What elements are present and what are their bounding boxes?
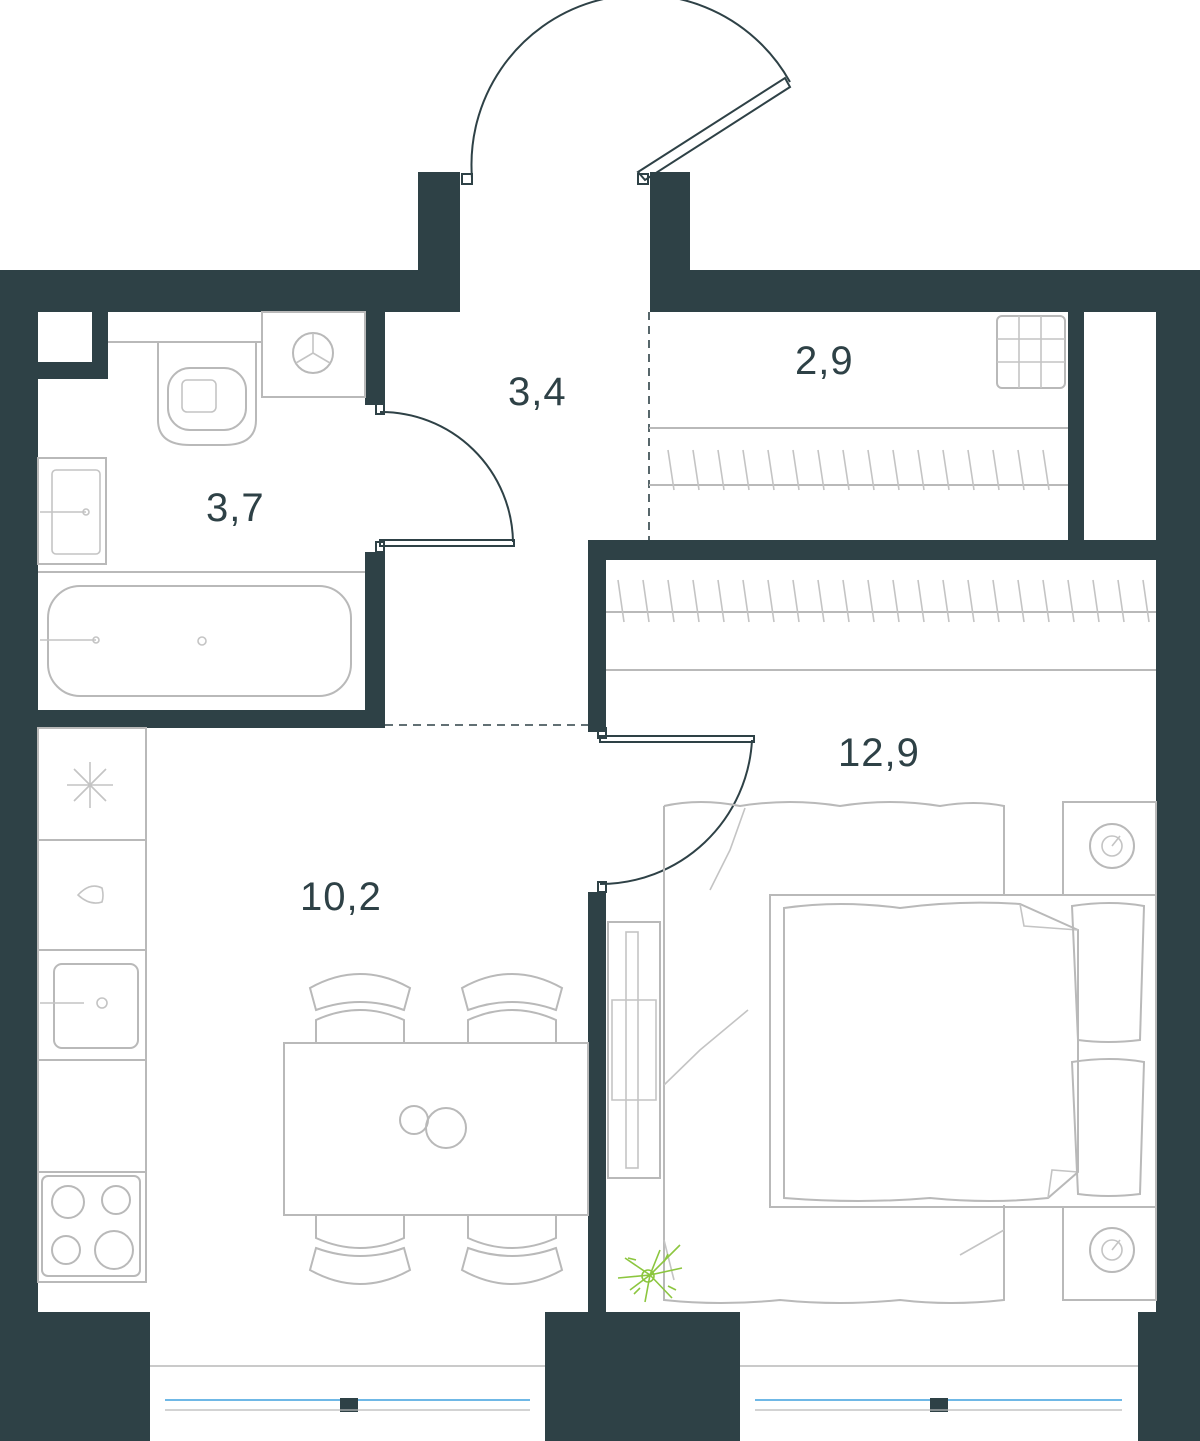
doors	[375, 0, 792, 893]
walls	[0, 172, 1200, 1441]
room-area-hallway: 3,4	[508, 370, 567, 414]
bathroom-fixtures	[37, 311, 366, 697]
room-area-bathroom: 3,7	[206, 486, 265, 530]
kitchen-fixtures	[37, 727, 147, 1283]
room-area-bedroom: 12,9	[838, 731, 920, 775]
windows	[150, 1365, 1138, 1411]
bedroom-fixtures	[607, 801, 1157, 1304]
room-area-kitchen-living: 10,2	[300, 875, 382, 919]
wardrobe-fixtures	[606, 315, 1156, 671]
plant-icon	[617, 1244, 683, 1303]
room-area-wardrobe: 2,9	[795, 339, 854, 383]
dining-table	[283, 973, 589, 1285]
